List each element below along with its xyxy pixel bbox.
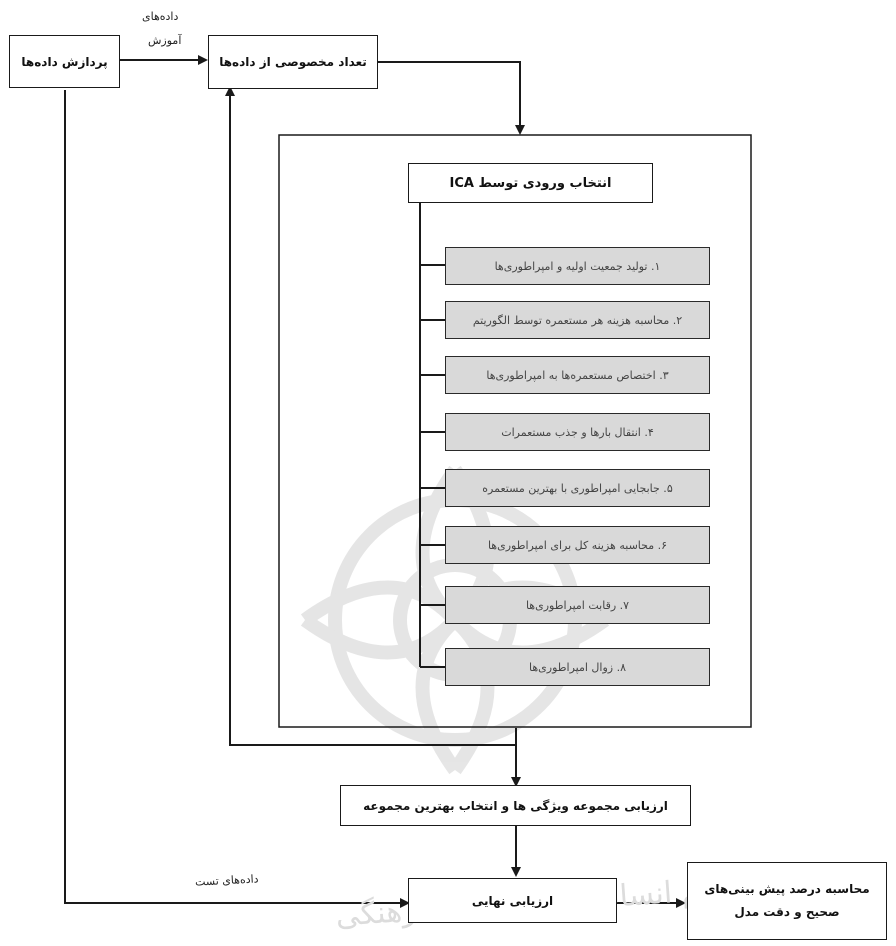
final-eval-node: ارزیابی نهایی [408,878,617,923]
ica-step-4: ۴. انتقال بارها و جذب مستعمرات [445,413,710,451]
ica-step-3: ۳. اختصاص مستعمره‌ها به امپراطوری‌ها [445,356,710,394]
subset-node: تعداد مخصوصی از داده‌ها [208,35,378,89]
train-data-label-line2: آموزش [148,34,182,47]
ica-step-7: ۷. رقابت امپراطوری‌ها [445,586,710,624]
result-node: محاسبه درصد پیش بینی‌های صحیح و دقت مدل [687,862,887,940]
evaluate-set-node: ارزیابی مجموعه ویژگی ها و انتخاب بهترین … [340,785,691,826]
train-data-label-line1: داده‌های [142,10,179,23]
ica-container [278,134,752,728]
ica-select-node: انتخاب ورودی توسط ICA [408,163,653,203]
arrow-feedback-to-subset [225,86,517,746]
preprocess-node: پردازش داده‌ها [9,35,120,88]
arrow-subset-to-ica-box [378,61,525,135]
ica-step-5: ۵. جابجایی امپراطوری با بهترین مستعمره [445,469,710,507]
ica-step-1: ۱. تولید جمعیت اولیه و امپراطوری‌ها [445,247,710,285]
ica-step-6: ۶. محاسبه هزینه کل برای امپراطوری‌ها [445,526,710,564]
ica-step-2: ۲. محاسبه هزینه هر مستعمره توسط الگوریتم [445,301,710,339]
ica-step-8: ۸. زوال امپراطوری‌ها [445,648,710,686]
arrow-test-data-to-final [64,90,410,908]
connectors [64,55,686,908]
